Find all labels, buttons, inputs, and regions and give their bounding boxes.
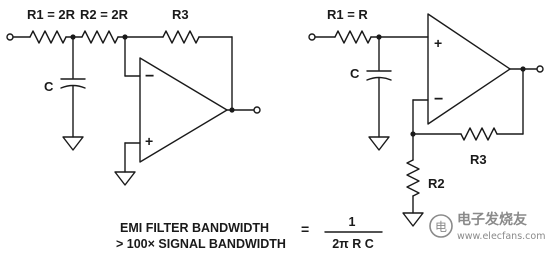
right-input-terminal [308,33,316,41]
left-opamp [139,57,228,163]
right-r3-label: R3 [470,152,487,167]
left-r2-resistor [81,30,119,44]
right-c-label: C [350,66,360,81]
right-r1-resistor [334,30,372,44]
right-opamp-noninverting-sign: + [434,35,442,51]
right-ground-symbol [368,136,390,151]
left-c-label: C [44,79,54,94]
equation-line2: > 100× SIGNAL BANDWIDTH [116,237,286,251]
right-output-terminal [536,65,544,73]
right-r1-label: R1 = R [327,7,368,22]
watermark-logo-text: 电 [435,220,447,234]
left-opamp-inverting-sign: − [145,68,154,85]
left-r3-label: R3 [172,7,189,22]
left-output-terminal [253,106,261,114]
right-r2-resistor [406,159,420,197]
watermark-url: www.elecfans.com [457,231,545,242]
right-feedback-junction-dot [410,131,416,137]
equation-denominator: 2π R C [332,237,374,251]
left-input-terminal [6,33,14,41]
watermark-cn-text: 电子发烧友 [457,211,527,228]
watermark-logo-icon [429,214,453,238]
right-r2-label: R2 [428,176,445,191]
left-r3-resistor [162,30,200,44]
bandwidth-equation: EMI FILTER BANDWIDTH > 100× SIGNAL BANDW… [116,215,383,251]
equation-line1: EMI FILTER BANDWIDTH [120,221,269,235]
left-r1-label: R1 = 2R [27,7,76,22]
right-opamp [427,13,511,125]
right-opamp-inverting-sign: − [434,91,443,108]
right-r3-resistor [460,127,498,141]
equation-numerator: 1 [349,215,356,229]
left-r2-label: R2 = 2R [80,7,129,22]
right-ground-symbol [402,212,424,227]
left-ground-symbol [114,171,136,186]
right-circuit: + − R1 = R C R3 R2 [308,7,544,227]
watermark: 电 电子发烧友 www.elecfans.com [429,211,545,242]
left-ground-symbol [62,136,84,151]
equation-equals-sign: = [301,221,309,237]
left-circuit: − + R1 = 2R R2 = 2R R3 C [6,7,261,186]
left-r1-resistor [29,30,67,44]
left-opamp-noninverting-sign: + [145,133,153,149]
